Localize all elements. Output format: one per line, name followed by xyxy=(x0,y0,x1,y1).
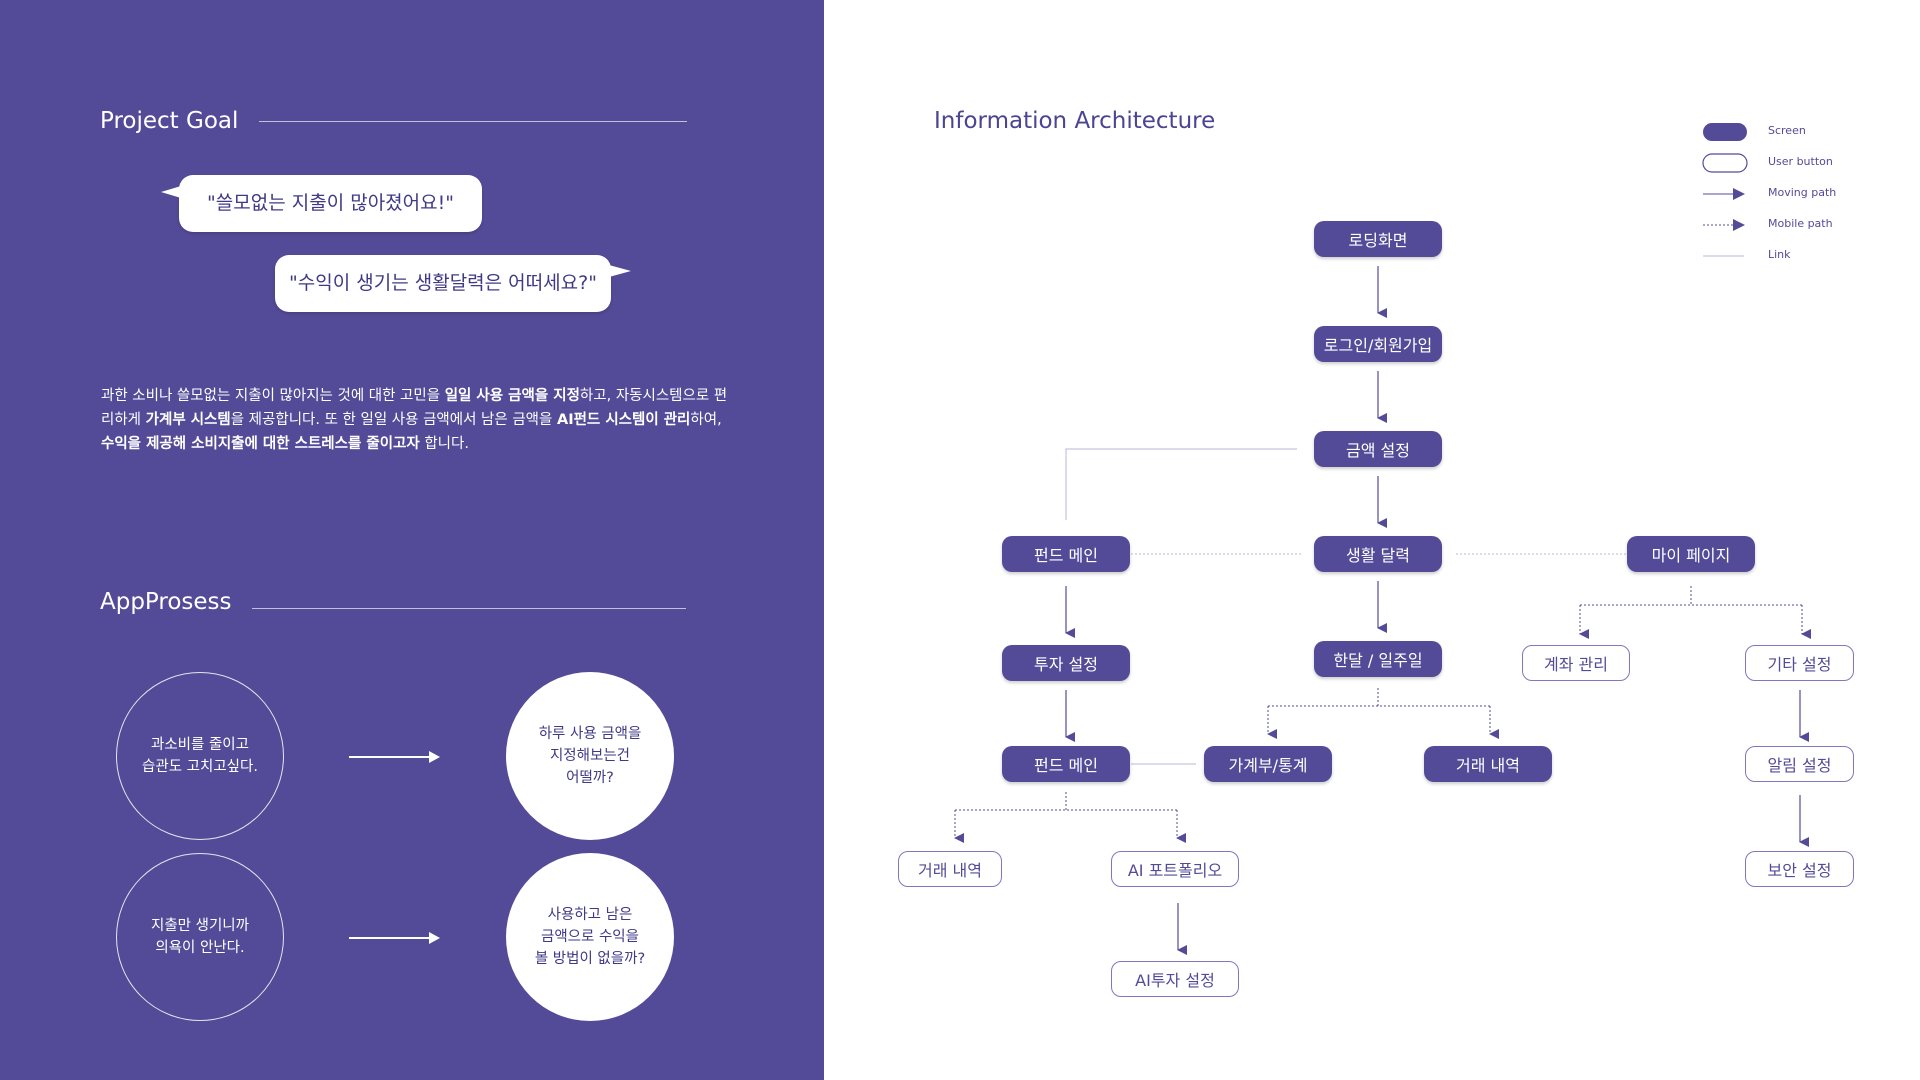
legend-mobile-path: Mobile path xyxy=(1768,217,1833,230)
project-goal-title: Project Goal xyxy=(100,108,239,134)
project-goal-rule xyxy=(259,121,687,122)
process-arrow-2-icon xyxy=(429,932,440,944)
goal-text-line: 과한 소비나 쓸모없는 지출이 많아지는 것에 대한 고민을 일일 사용 금액을… xyxy=(101,384,741,408)
ia-node-fund-main-2: 펀드 메인 xyxy=(1002,746,1130,782)
ia-node-ai-invest: AI투자 설정 xyxy=(1111,961,1239,997)
process-pain-1: 과소비를 줄이고 습관도 고치고싶다. xyxy=(116,672,284,840)
process-solution-1: 하루 사용 금액을 지정해보는건 어떨까? xyxy=(506,672,674,840)
bubble-tail-left xyxy=(161,186,181,198)
ia-title: Information Architecture xyxy=(934,108,1216,134)
goal-text-segment: 하고, 자동시스템으로 편 xyxy=(579,388,728,404)
goal-text-emphasis: 가계부 시스템 xyxy=(145,412,231,428)
ia-node-account: 계좌 관리 xyxy=(1522,645,1630,681)
ia-node-etc: 기타 설정 xyxy=(1745,645,1854,681)
goal-text-segment: 과한 소비나 쓸모없는 지출이 많아지는 것에 대한 고민을 xyxy=(101,388,445,404)
left-panel: Project Goal "쓸모없는 지출이 많아졌어요!" "수익이 생기는 … xyxy=(0,0,824,1080)
goal-text-emphasis: AI펀드 시스템이 관리 xyxy=(556,412,691,428)
ia-node-mypage: 마이 페이지 xyxy=(1627,536,1755,572)
goal-text-line: 리하게 가계부 시스템을 제공합니다. 또 한 일일 사용 금액에서 남은 금액… xyxy=(101,408,741,432)
ia-node-loading: 로딩화면 xyxy=(1314,221,1442,257)
legend-link: Link xyxy=(1768,248,1791,261)
legend-glyphs xyxy=(1702,123,1748,257)
process-arrow-1-icon xyxy=(429,751,440,763)
project-goal-description: 과한 소비나 쓸모없는 지출이 많아지는 것에 대한 고민을 일일 사용 금액을… xyxy=(101,384,741,456)
ia-node-ledger: 가계부/통계 xyxy=(1204,746,1332,782)
ia-node-security: 보안 설정 xyxy=(1745,851,1854,887)
goal-text-segment: 을 제공합니다. 또 한 일일 사용 금액에서 남은 금액을 xyxy=(230,412,557,428)
process-solution-2: 사용하고 남은 금액으로 수익을 볼 방법이 없을까? xyxy=(506,853,674,1021)
ia-node-alarm: 알림 설정 xyxy=(1745,746,1854,782)
goal-text-emphasis: 일일 사용 금액을 지정 xyxy=(444,388,580,404)
app-process-title: AppProsess xyxy=(100,589,232,615)
goal-text-emphasis: 수익을 제공해 소비지출에 대한 스트레스를 줄이고자 xyxy=(101,436,420,452)
process-pain-2: 지출만 생기니까 의욕이 안난다. xyxy=(116,853,284,1021)
process-arrow-1-line xyxy=(349,756,429,758)
quote-1-text: "쓸모없는 지출이 많아졌어요!" xyxy=(207,192,454,214)
ia-node-history: 거래 내역 xyxy=(1424,746,1552,782)
legend-moving-path: Moving path xyxy=(1768,186,1837,199)
bubble-tail-right xyxy=(609,265,631,277)
ia-node-fund-main: 펀드 메인 xyxy=(1002,536,1130,572)
app-process-rule xyxy=(252,608,686,609)
quote-bubble-2: "수익이 생기는 생활달력은 어떠세요?" xyxy=(275,255,631,312)
process-arrow-2-line xyxy=(349,937,429,939)
ia-node-invest: 투자 설정 xyxy=(1002,645,1130,681)
goal-text-segment: 하여, xyxy=(690,412,722,428)
legend-screen: Screen xyxy=(1768,124,1806,137)
goal-text-segment: 합니다. xyxy=(419,436,469,452)
ia-node-amount: 금액 설정 xyxy=(1314,431,1442,467)
ia-node-portfolio: AI 포트폴리오 xyxy=(1111,851,1239,887)
legend-user-button: User button xyxy=(1768,155,1833,168)
goal-text-line: 수익을 제공해 소비지출에 대한 스트레스를 줄이고자 합니다. xyxy=(101,432,741,456)
quote-2-text: "수익이 생기는 생활달력은 어떠세요?" xyxy=(289,272,597,294)
quote-bubble-1: "쓸모없는 지출이 많아졌어요!" xyxy=(161,175,482,232)
ia-node-month-week: 한달 / 일주일 xyxy=(1314,641,1442,677)
ia-node-history-2: 거래 내역 xyxy=(898,851,1002,887)
ia-node-login: 로그인/회원가입 xyxy=(1314,326,1442,362)
ia-node-calendar: 생활 달력 xyxy=(1314,536,1442,572)
goal-text-segment: 리하게 xyxy=(101,412,146,428)
